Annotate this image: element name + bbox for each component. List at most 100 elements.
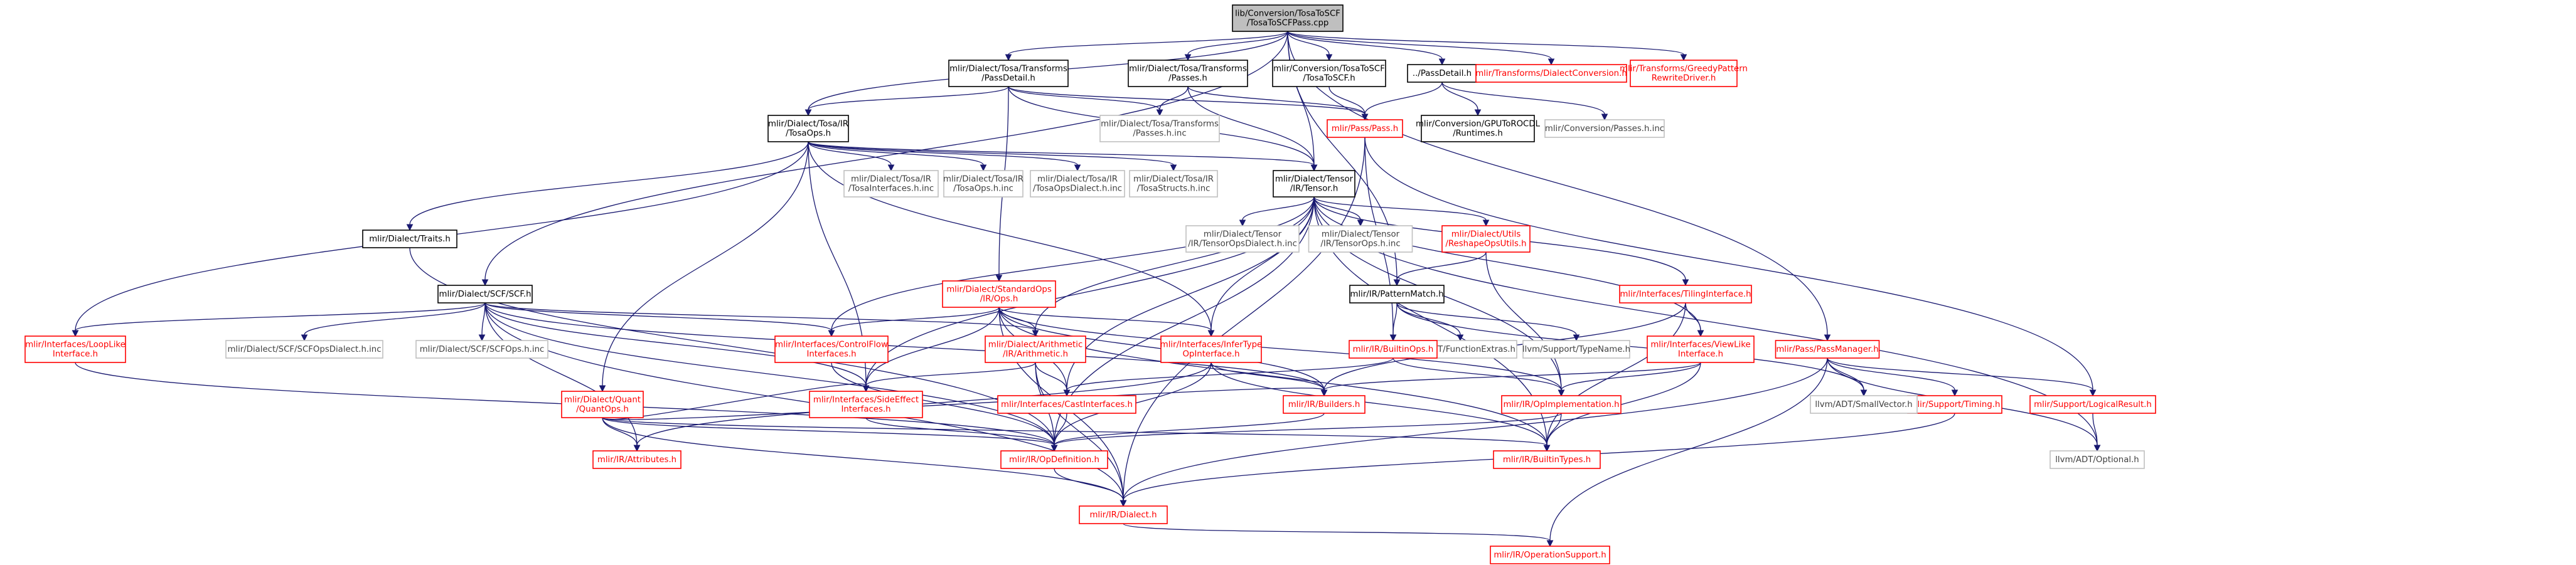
node-box: [942, 280, 1056, 308]
edge-line: [1561, 362, 1701, 391]
node-castifaces[interactable]: mlir/Interfaces/CastInterfaces.h: [997, 395, 1136, 414]
edge-line: [1827, 357, 1864, 391]
edge-arrowhead: [406, 224, 414, 231]
node-box: [1327, 119, 1403, 138]
node-opsupport[interactable]: mlir/IR/OperationSupport.h: [1490, 546, 1610, 564]
node-quantops[interactable]: mlir/Dialect/Quant/QuantOps.h: [561, 391, 644, 418]
edge-arith-to-sideeffect: [862, 362, 1036, 393]
node-passes-tosa[interactable]: mlir/Dialect/Tosa/Transforms/Passes.h: [1128, 60, 1248, 87]
node-opdefinition[interactable]: mlir/IR/OpDefinition.h: [1000, 450, 1108, 469]
node-builtintypes[interactable]: mlir/IR/BuiltinTypes.h: [1493, 450, 1601, 469]
edge-arrowhead: [481, 279, 489, 287]
node-passmanager[interactable]: mlir/Pass/PassManager.h: [1775, 340, 1880, 359]
edge-arrowhead: [599, 385, 606, 393]
edge-line: [602, 417, 638, 446]
node-builtinops[interactable]: mlir/IR/BuiltinOps.h: [1349, 340, 1438, 359]
edge-arrowhead: [1543, 445, 1551, 452]
edge-arrowhead: [1032, 330, 1039, 337]
edge-root-to-passdetail-tosa: [1005, 31, 1288, 61]
node-label: mlir/Dialect/SCF/SCFOpsDialect.h.inc: [227, 345, 381, 354]
node-box: [767, 115, 849, 142]
node-tosatoscf[interactable]: mlir/Conversion/TosaToSCF/TosaToSCF.h: [1272, 60, 1386, 87]
node-label: mlir/IR/BuiltinOps.h: [1353, 345, 1434, 354]
node-passdetail-local[interactable]: ../PassDetail.h: [1407, 64, 1477, 83]
node-tensor[interactable]: mlir/Dialect/Tensor/IR/Tensor.h: [1273, 170, 1355, 198]
edge-arrowhead: [1697, 330, 1704, 337]
edge-opimpl-to-opdefinition: [1050, 413, 1562, 452]
node-patternmatch[interactable]: mlir/IR/PatternMatch.h: [1349, 285, 1445, 304]
edge-patternmatch-to-typename: [1396, 302, 1580, 342]
edge-opimpl-to-builtintypes: [1543, 413, 1562, 452]
edge-line: [1313, 196, 1361, 221]
edge-line: [602, 417, 1547, 446]
edge-scf-to-scfops-inc: [478, 302, 486, 342]
edge-arrowhead: [804, 109, 812, 117]
node-attributes[interactable]: mlir/IR/Attributes.h: [592, 450, 681, 469]
node-traits[interactable]: mlir/Dialect/Traits.h: [362, 230, 457, 248]
edge-line: [1396, 251, 1487, 280]
edge-line: [1159, 86, 1189, 110]
node-box: [1490, 546, 1610, 564]
node-label: mlir/Interfaces/CastInterfaces.h: [1001, 400, 1133, 409]
node-label: RewriteDriver.h: [1652, 74, 1716, 83]
edge-line: [1242, 196, 1315, 221]
node-label: /Passes.h: [1168, 74, 1207, 83]
node-opimpl[interactable]: mlir/IR/OpImplementation.h: [1501, 395, 1622, 414]
node-label: mlir/Dialect/Tosa/Transforms: [1129, 65, 1247, 74]
node-box: [592, 450, 681, 469]
edge-arrowhead: [1239, 219, 1246, 227]
edge-root-to-passmanager: [1287, 31, 1831, 342]
edge-arrowhead: [2093, 445, 2101, 452]
edge-line: [409, 141, 809, 225]
node-dialect[interactable]: mlir/IR/Dialect.h: [1079, 505, 1168, 524]
node-box: [1160, 335, 1262, 363]
node-box: [1308, 225, 1413, 253]
node-logicalresult[interactable]: mlir/Support/LogicalResult.h: [2029, 395, 2156, 414]
node-label: Interface.h: [53, 350, 98, 359]
node-box: [415, 340, 548, 359]
node-box: [843, 170, 939, 198]
node-timing[interactable]: mlir/Support/Timing.h: [1907, 395, 2002, 414]
node-builders[interactable]: mlir/IR/Builders.h: [1283, 395, 1365, 414]
node-arith[interactable]: mlir/Dialect/Arithmetic/IR/Arithmetic.h: [985, 335, 1086, 363]
node-stdops[interactable]: mlir/Dialect/StandardOps/IR/Ops.h: [942, 280, 1056, 308]
node-label: mlir/Dialect/Arithmetic: [988, 341, 1083, 350]
node-root[interactable]: lib/Conversion/TosaToSCF/TosaToSCFPass.c…: [1232, 4, 1344, 32]
node-label: mlir/Conversion/GPUToROCDL: [1416, 120, 1541, 129]
node-label: Interface.h: [1678, 350, 1723, 359]
node-box: [1099, 115, 1220, 142]
node-box: [948, 60, 1069, 87]
node-tensorops-inc: mlir/Dialect/Tensor/IR/TensorOps.h.inc: [1308, 225, 1413, 253]
node-label: mlir/IR/OpImplementation.h: [1503, 400, 1619, 409]
edge-line: [1187, 86, 1365, 115]
node-box: [1349, 285, 1445, 304]
edge-line: [998, 307, 1212, 331]
node-tosaops[interactable]: mlir/Dialect/Tosa/IR/TosaOps.h: [767, 115, 849, 142]
node-gputorocdl[interactable]: mlir/Conversion/GPUToROCDL/Runtimes.h: [1416, 115, 1541, 142]
node-label: /TosaToSCF.h: [1303, 74, 1355, 83]
node-greedy[interactable]: mlir/Transforms/GreedyPatternRewriteDriv…: [1620, 60, 1748, 87]
edge-line: [1441, 82, 1478, 110]
edge-line: [1008, 86, 1160, 110]
edge-arrowhead: [1310, 164, 1318, 172]
edge-scf-to-looplike: [72, 302, 486, 337]
node-scf[interactable]: mlir/Dialect/SCF/SCF.h: [437, 285, 533, 304]
edge-line: [1323, 362, 1701, 391]
node-pass[interactable]: mlir/Pass/Pass.h: [1327, 119, 1403, 138]
node-passes-inc: mlir/Dialect/Tosa/Transforms/Passes.h.in…: [1099, 115, 1220, 142]
edge-passmanager-to-timing: [1827, 357, 1959, 397]
node-reshapeutils[interactable]: mlir/Dialect/Utils/ReshapeOpsUtils.h: [1441, 225, 1531, 253]
node-passdetail-tosa[interactable]: mlir/Dialect/Tosa/Transforms/PassDetail.…: [948, 60, 1069, 87]
node-label: mlir/IR/Attributes.h: [597, 455, 676, 465]
node-label: mlir/Dialect/Tosa/IR: [1037, 175, 1118, 184]
node-label: mlir/Dialect/Quant: [564, 396, 641, 405]
node-dialectconv[interactable]: mlir/Transforms/DialectConversion.h: [1475, 64, 1627, 83]
node-label: mlir/IR/Dialect.h: [1089, 510, 1157, 520]
edge-line: [1827, 357, 1955, 391]
node-tilingiface[interactable]: mlir/Interfaces/TilingInterface.h: [1619, 285, 1752, 304]
